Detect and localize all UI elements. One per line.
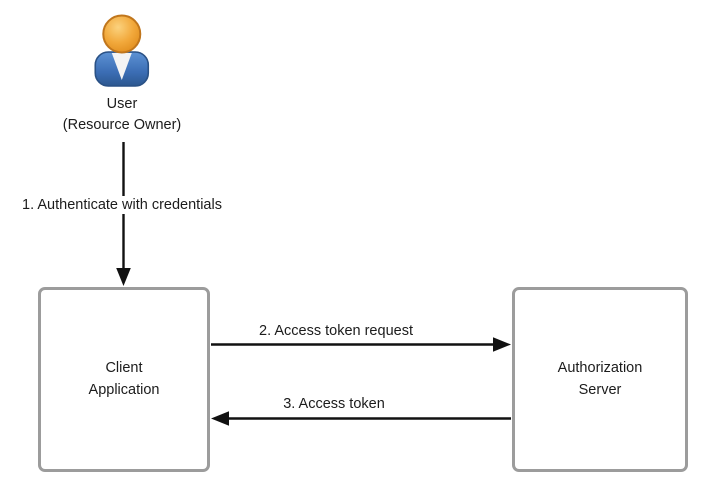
step2-arrow [211, 337, 511, 352]
step2-label: 2. Access token request [255, 322, 417, 340]
step3-label: 3. Access token [279, 395, 389, 413]
auth-label-line2: Server [578, 381, 622, 398]
node-authorization-server: Authorization Server [512, 287, 688, 472]
step1-label: 1. Authenticate with credentials [18, 196, 226, 214]
auth-label-line1: Authorization [557, 360, 643, 377]
node-client-application: Client Application [38, 287, 210, 472]
actor-role: (Resource Owner) [62, 117, 182, 134]
actor-user: User (Resource Owner) [63, 10, 181, 136]
client-label-line2: Application [88, 381, 160, 398]
person-icon [94, 14, 150, 87]
actor-name: User [106, 96, 138, 112]
client-label-line1: Client [105, 360, 143, 377]
step3-arrow [211, 411, 511, 426]
step1-arrow [116, 142, 131, 286]
actor-label: User (Resource Owner) [63, 94, 181, 136]
